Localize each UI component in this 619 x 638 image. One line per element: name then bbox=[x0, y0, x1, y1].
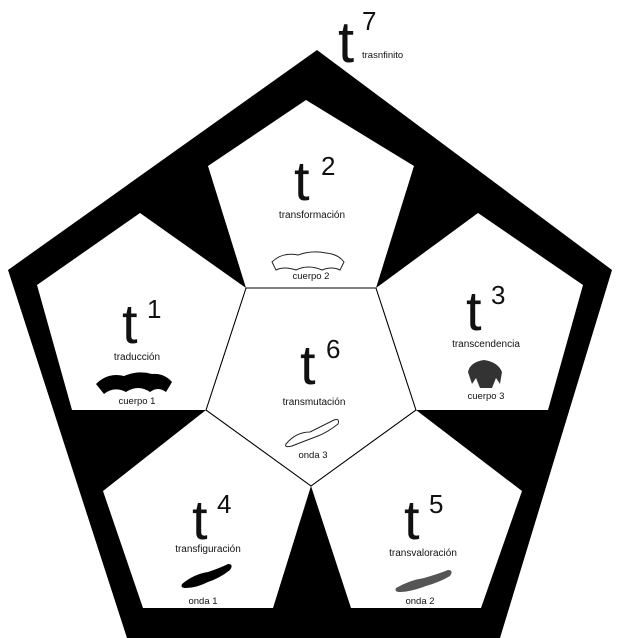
node-t6-letter: t bbox=[300, 333, 316, 396]
node-t2-name: transformación bbox=[279, 210, 345, 221]
node-t5-caption: onda 2 bbox=[405, 596, 434, 607]
node-t3-caption: cuerpo 3 bbox=[468, 391, 505, 402]
node-t1-caption: cuerpo 1 bbox=[119, 396, 156, 407]
apex-label: trasnfinito bbox=[362, 50, 403, 61]
node-t6-caption: onda 3 bbox=[298, 450, 327, 461]
node-t5-exponent: 5 bbox=[429, 489, 443, 519]
node-t4-exponent: 4 bbox=[217, 489, 231, 519]
node-t3-letter: t bbox=[466, 279, 482, 342]
node-t5-name: transvaloración bbox=[389, 548, 457, 559]
node-t5-letter: t bbox=[404, 488, 420, 551]
node-t6-exponent: 6 bbox=[326, 334, 340, 364]
node-t1-name: traducción bbox=[114, 352, 160, 363]
node-t3-exponent: 3 bbox=[491, 280, 505, 310]
node-t2-exponent: 2 bbox=[321, 151, 335, 181]
node-t4-caption: onda 1 bbox=[188, 596, 217, 607]
apex-letter: t bbox=[338, 10, 354, 75]
node-t1-letter: t bbox=[122, 292, 138, 355]
node-t3-name: transcendencia bbox=[452, 339, 520, 350]
node-t4-name: transfiguración bbox=[175, 544, 241, 555]
node-t2-letter: t bbox=[294, 149, 310, 212]
apex-t7: t 7 trasnfinito bbox=[338, 6, 403, 75]
apex-exponent: 7 bbox=[362, 6, 376, 36]
node-t1-exponent: 1 bbox=[147, 294, 161, 324]
node-t6-name: transmutación bbox=[283, 397, 346, 408]
node-t4-letter: t bbox=[192, 488, 208, 551]
node-t2-caption: cuerpo 2 bbox=[293, 271, 330, 282]
